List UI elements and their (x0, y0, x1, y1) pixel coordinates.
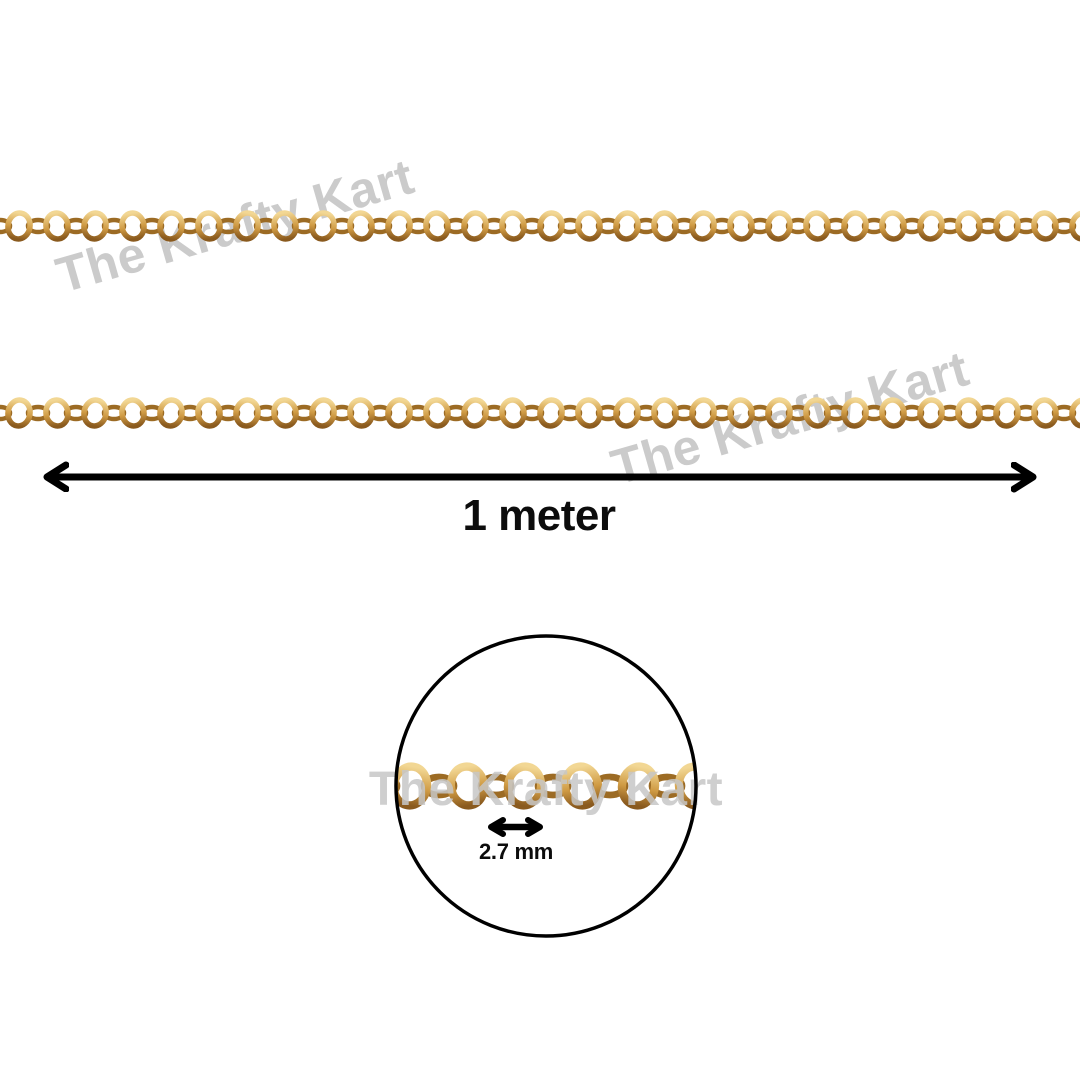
watermark-bottom-center: The Krafty Kart (369, 763, 723, 816)
chain-photo-top (0, 204, 1080, 248)
chain-photo-middle (0, 391, 1080, 435)
magnified-chain-view (396, 753, 696, 819)
magnifier-circle (394, 634, 698, 938)
length-measurement-label: 1 meter (462, 491, 616, 540)
width-measurement-label: 2.7 mm (478, 839, 554, 864)
